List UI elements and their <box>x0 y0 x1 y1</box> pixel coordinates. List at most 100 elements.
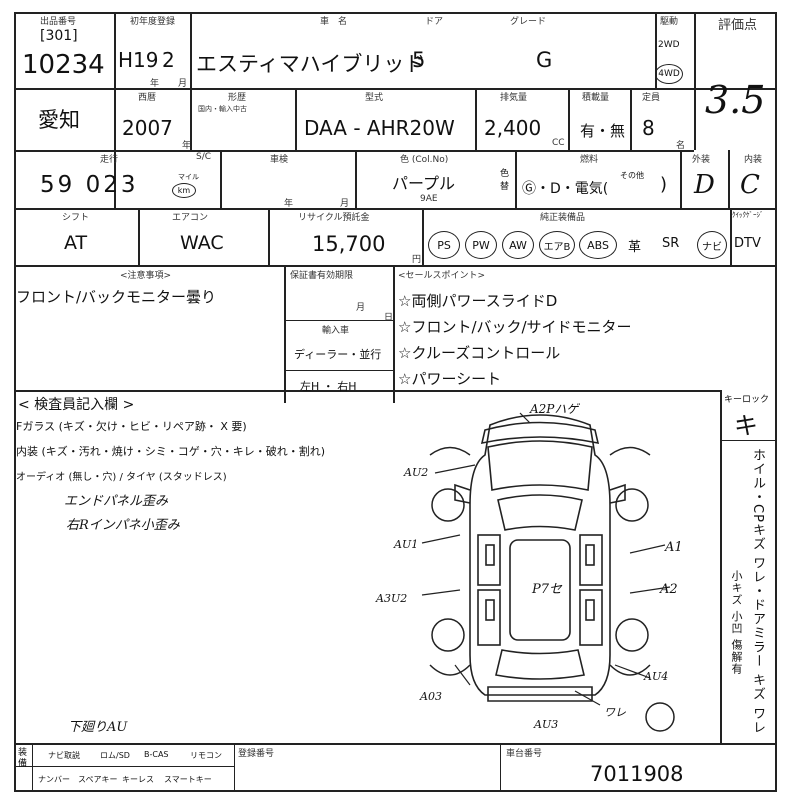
equip-aw: AW <box>502 231 534 259</box>
mark-front-a2p: A2Pハゲ <box>530 402 579 416</box>
label-history-sub: 国内・輸入中古 <box>198 105 247 113</box>
row-sep-2 <box>14 150 694 152</box>
reg-unit-year: 年 <box>150 79 160 89</box>
label-reg: 初年度登録 <box>130 17 176 27</box>
vsep-12 <box>515 150 517 208</box>
exterior-grade: D <box>694 170 715 200</box>
label-door: ドア <box>425 17 444 27</box>
cc-unit: CC <box>552 138 565 148</box>
wheel-mirror-subtext: 小キズ 小凹 傷解有 <box>730 570 743 675</box>
chassis-number: 7011908 <box>590 762 684 786</box>
inspection-interior: 内装 (キズ・汚れ・焼け・シミ・コゲ・穴・キレ・破れ・割れ) <box>16 445 326 458</box>
vsep-18 <box>730 208 732 265</box>
assist-option: 有・無 <box>580 122 626 140</box>
lot-code: [301] <box>40 28 78 44</box>
label-drive: 駆動 <box>660 17 679 27</box>
label-caution: <注意事項> <box>120 271 172 281</box>
label-recycle: リサイクル預託金 <box>298 213 370 223</box>
vsep-17 <box>422 208 424 265</box>
footer-equip-label: 装備 <box>18 748 28 769</box>
recycle-fee: 15,700 <box>312 232 386 256</box>
fuel-options: Ⓖ・D・電気( <box>522 181 609 197</box>
vsep-7 <box>475 88 477 150</box>
inspection-glass: Fガラス (キズ・欠け・ヒビ・リペア跡・ X 要) <box>16 420 247 433</box>
footer-remote: リモコン <box>190 751 222 760</box>
vsep-14 <box>728 150 730 208</box>
border-left <box>14 12 16 792</box>
border-top <box>14 12 776 14</box>
note-sep-1 <box>284 320 393 321</box>
mark-a03: A03 <box>420 690 442 703</box>
vsep-13 <box>680 150 682 208</box>
shaken-month-unit: 月 <box>340 199 350 209</box>
capacity: 8 <box>642 116 655 140</box>
color-name: パープル <box>392 174 456 193</box>
label-registration-no: 登録番号 <box>238 749 275 759</box>
score-value: 3.5 <box>705 78 766 122</box>
label-model: 型式 <box>365 93 384 103</box>
import-options: ディーラー・並行 <box>294 348 382 361</box>
inspector-note-2: 右Rインパネ小歪み <box>66 518 180 533</box>
keylock-value: キ <box>734 412 758 440</box>
year-unit: 年 <box>182 141 192 151</box>
fuel-close: ) <box>660 174 668 195</box>
grade: G <box>536 48 553 72</box>
footer-navi-manual: ナビ取説 <box>48 751 80 760</box>
mark-a3u2: A3U2 <box>376 592 408 605</box>
footer-spare-key: スペアキー <box>78 775 118 784</box>
keylock-sep <box>720 440 776 441</box>
vsep-20 <box>393 265 395 403</box>
vsep-3 <box>655 12 657 88</box>
label-equipment: 純正装備品 <box>540 213 586 223</box>
mileage: 59 023 <box>40 172 139 198</box>
footer-v1 <box>32 743 33 790</box>
footer-number-plate: ナンバー <box>38 775 70 784</box>
row-sep-6 <box>14 743 776 745</box>
equip-dtv: DTV <box>734 236 761 251</box>
fuel-other: その他 <box>620 171 644 180</box>
sales-point-4: ☆パワーシート <box>398 370 502 388</box>
vsep-15 <box>138 208 140 265</box>
label-shift: シフト <box>62 213 90 223</box>
vsep-5 <box>190 88 192 150</box>
footer-keyless: キーレス <box>122 775 154 784</box>
mark-crack: ワレ <box>604 706 626 719</box>
vsep-8 <box>568 88 570 150</box>
warranty-day: 日 <box>384 313 394 323</box>
mark-a2: A2 <box>660 582 678 597</box>
label-grade: グレード <box>510 17 547 27</box>
drive-4wd-circled: 4WD <box>655 64 683 84</box>
label-capacity: 定員 <box>642 93 661 103</box>
reg-year: H19 <box>118 48 159 72</box>
mark-au4: AU4 <box>644 670 669 683</box>
ac-type: WAC <box>180 232 224 254</box>
lot-number: 10234 <box>22 50 105 80</box>
footer-smart-key: スマートキー <box>164 775 212 784</box>
inspection-audio-tire: オーディオ (無し・穴) / タイヤ (スタッドレス) <box>16 472 227 483</box>
label-mileage: 走行 <box>100 155 119 165</box>
row-sep-4 <box>14 265 776 267</box>
equip-abs: ABS <box>579 231 617 259</box>
color-number: 9AE <box>420 194 438 204</box>
note-sep-2 <box>284 370 393 371</box>
label-assist: 積載量 <box>582 93 610 103</box>
label-exterior: 外装 <box>692 155 711 165</box>
vsep-keylock <box>720 390 722 743</box>
displacement: 2,400 <box>484 116 542 140</box>
label-interior: 内装 <box>744 155 763 165</box>
border-bottom <box>14 790 776 792</box>
label-ac: エアコン <box>172 213 209 223</box>
car-name: エスティマハイブリッド <box>196 52 426 76</box>
inspection-title: < 検査員記入欄 > <box>18 397 135 413</box>
model-code: DAA - AHR20W <box>304 116 455 140</box>
warranty-month: 月 <box>356 303 366 313</box>
footer-v3 <box>500 743 501 790</box>
vsep-1 <box>114 12 116 208</box>
doors: 5 <box>412 48 426 72</box>
car-damage-diagram <box>421 412 675 732</box>
label-score: 評価点 <box>718 18 758 33</box>
model-year: 2007 <box>122 116 173 140</box>
caution-text: フロント/バックモニター曇り <box>16 288 217 306</box>
row-sep-3 <box>14 208 776 210</box>
handle-side: 左H ・ 右H <box>300 380 357 393</box>
